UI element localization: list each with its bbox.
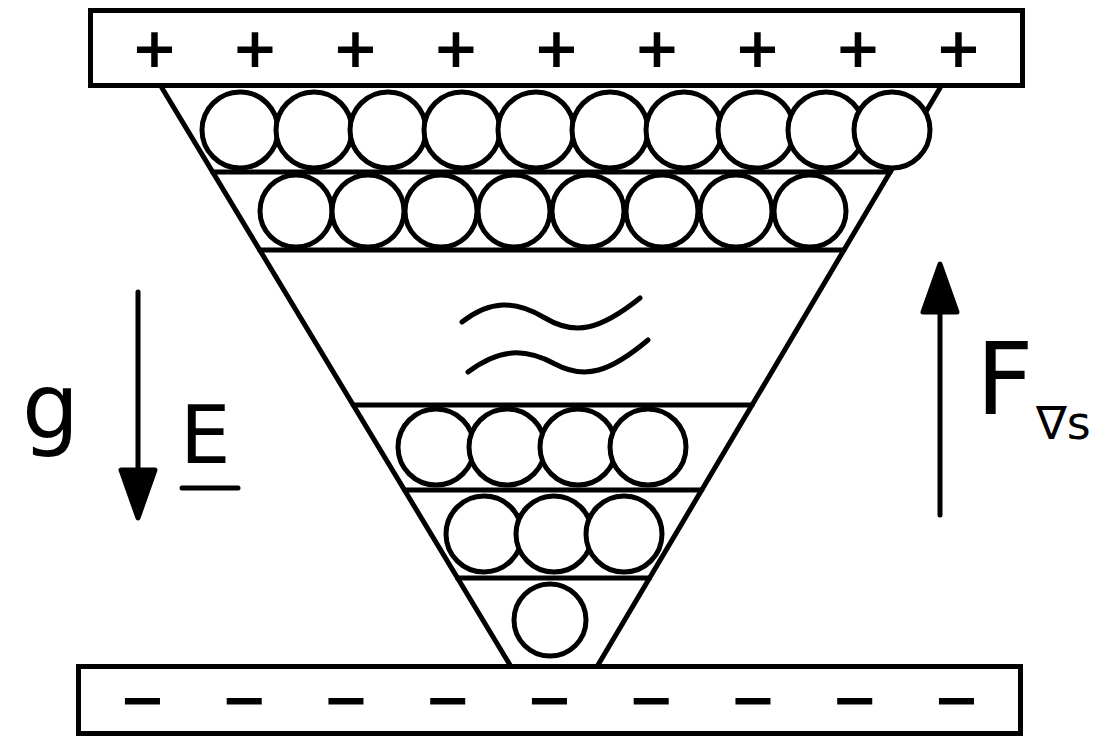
layer-line — [260, 248, 844, 253]
force-symbol: F — [976, 330, 1034, 430]
field-symbol: E — [180, 389, 231, 482]
charge-sign: + — [734, 20, 781, 76]
charge-sign: − — [730, 672, 777, 728]
charge-sign: + — [433, 20, 480, 76]
particle-circle — [586, 496, 662, 572]
particle-circle — [514, 584, 586, 656]
particle-circle — [202, 92, 278, 168]
particle-circle — [610, 409, 686, 485]
layer-line — [458, 576, 650, 581]
arrow-head — [923, 264, 957, 312]
vector-underline — [182, 486, 238, 491]
particle-circle — [498, 92, 574, 168]
gravity-symbol: g — [22, 354, 79, 459]
particle-circle — [332, 175, 404, 247]
charge-sign: − — [424, 672, 471, 728]
charge-sign: − — [628, 672, 675, 728]
particle-circle — [540, 409, 616, 485]
charge-sign: − — [119, 672, 166, 728]
particle-rows — [202, 92, 930, 656]
positive-plate: + + + + + + + + + — [88, 8, 1025, 88]
force-arrow — [938, 310, 943, 515]
wavy-line — [468, 340, 648, 372]
particle-circle — [626, 175, 698, 247]
particle-circle — [774, 175, 846, 247]
force-subscript: ∇s — [1036, 400, 1091, 446]
charge-sign: + — [232, 20, 279, 76]
charge-sign: + — [533, 20, 580, 76]
force-symbol: F — [976, 321, 1034, 438]
particle-circle — [260, 175, 332, 247]
layer-line — [353, 403, 752, 408]
particle-circle — [405, 175, 477, 247]
particle-circle — [646, 92, 722, 168]
particle-circle — [516, 496, 592, 572]
charge-sign: + — [835, 20, 882, 76]
charge-sign: + — [935, 20, 982, 76]
charge-sign: + — [634, 20, 681, 76]
particle-circle — [718, 92, 794, 168]
gravity-symbol: g — [22, 362, 79, 452]
arrow-head — [121, 470, 155, 518]
charge-sign: − — [221, 672, 268, 728]
particle-circle — [572, 92, 648, 168]
particle-circle — [700, 175, 772, 247]
particle-circle — [424, 92, 500, 168]
particle-circle — [350, 92, 426, 168]
field-symbol: E — [180, 396, 231, 476]
particle-circle — [446, 496, 522, 572]
particle-circle — [854, 92, 930, 168]
particle-circle — [552, 175, 624, 247]
negative-plate: −−−−−−−−− — [76, 664, 1023, 736]
particle-circle — [398, 409, 474, 485]
charge-sign: − — [933, 672, 980, 728]
particle-circle — [469, 409, 545, 485]
force-subscript: ∇s — [1036, 396, 1091, 450]
particle-circle — [276, 92, 352, 168]
charge-sign: + — [332, 20, 379, 76]
particle-circle — [478, 175, 550, 247]
charge-sign: − — [526, 672, 573, 728]
charge-sign: − — [831, 672, 878, 728]
field-arrow — [136, 292, 141, 480]
wavy-line — [462, 298, 640, 328]
charge-sign: − — [323, 672, 370, 728]
charge-sign: + — [131, 20, 178, 76]
layer-line — [404, 488, 701, 493]
